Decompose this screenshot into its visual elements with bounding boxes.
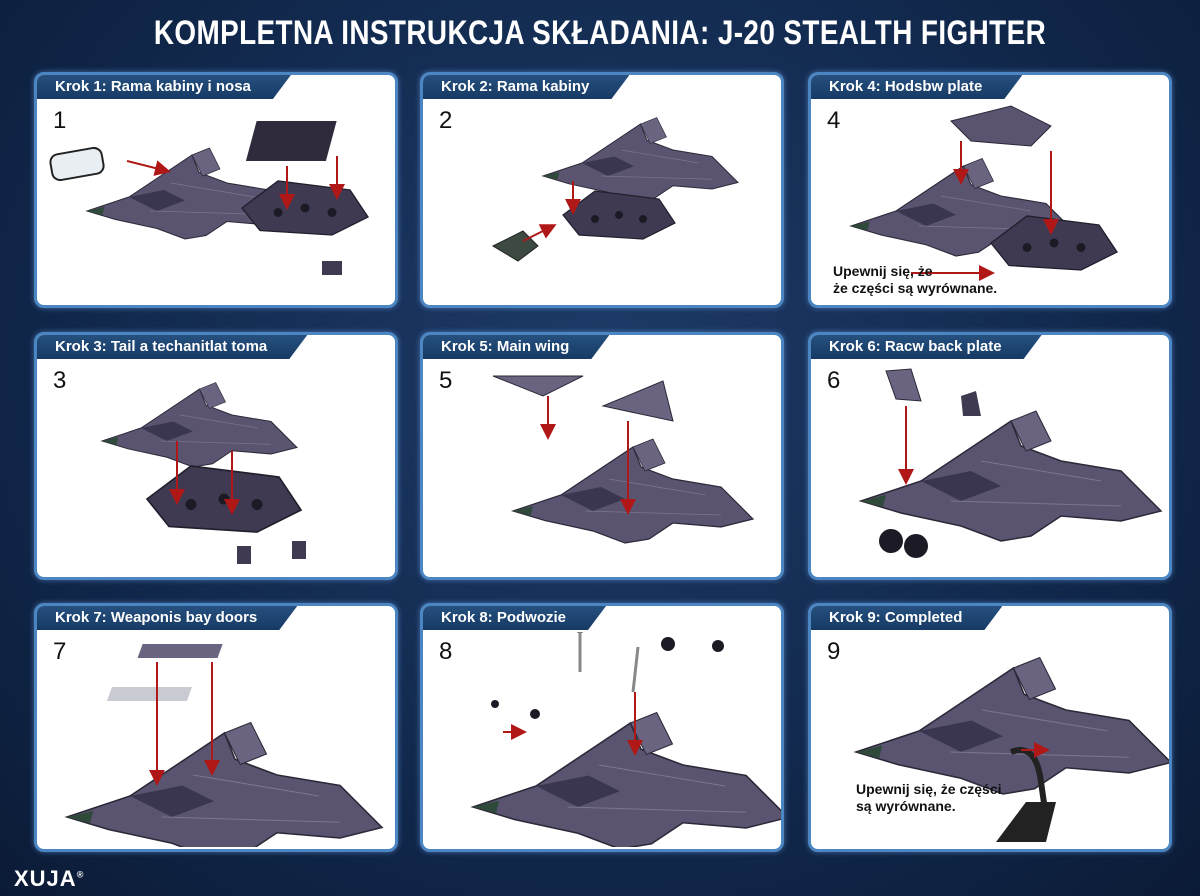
alignment-note: Upewnij się, że części są wyrównane. — [856, 781, 1002, 815]
step-panel-7: Krok 7: Weaponis bay doors 7 — [34, 603, 398, 852]
step-number: 3 — [53, 367, 67, 394]
assembly-illustration — [472, 632, 781, 847]
note-line: Upewnij się, że części — [856, 781, 1002, 797]
note-line: są wyrównane. — [856, 798, 956, 814]
assembly-illustration — [855, 656, 1169, 842]
note-line: że części są wyrównane. — [833, 280, 998, 296]
step-number: 9 — [827, 638, 841, 665]
assembly-illustration — [101, 382, 306, 564]
assembly-illustration — [66, 644, 383, 847]
step-panel-1: Krok 1: Rama kabiny i nosa 1 — [34, 72, 398, 308]
step-header: Krok 9: Completed — [811, 606, 1002, 630]
step-header: Krok 8: Podwozie — [423, 606, 606, 630]
step-panel-2: Krok 2: Rama kabiny 2 — [420, 72, 784, 308]
brand-logo: XUJA® — [14, 866, 84, 892]
assembly-illustration — [491, 117, 739, 262]
page-title: KOMPLETNA INSTRUKCJA SKŁADANIA: J-20 STE… — [153, 14, 1047, 52]
step-panel-9: Krok 9: Completed 9 Upewnij się, że częś… — [808, 603, 1172, 852]
alignment-note: Upewnij się, że że części są wyrównane. — [833, 263, 997, 297]
step-header: Krok 5: Main wing — [423, 335, 609, 359]
step-header: Krok 1: Rama kabiny i nosa — [37, 75, 291, 99]
step-header: Krok 2: Rama kabiny — [423, 75, 629, 99]
step-number: 7 — [53, 638, 67, 665]
registered-mark: ® — [76, 869, 85, 880]
step-panel-8: Krok 8: Podwozie 8 — [420, 603, 784, 852]
step-panel-6: Krok 6: Racw back plate 6 — [808, 332, 1172, 580]
step-header: Krok 6: Racw back plate — [811, 335, 1042, 359]
step-header: Krok 4: Hodsbw plate — [811, 75, 1022, 99]
brand-name: XUJA — [14, 866, 77, 891]
step-number: 8 — [439, 638, 453, 665]
assembly-illustration — [49, 121, 369, 275]
step-number: 4 — [827, 107, 841, 134]
step-number: 5 — [439, 367, 453, 394]
step-panel-5: Krok 5: Main wing 5 — [420, 332, 784, 580]
step-panel-4: Krok 4: Hodsbw plate 4 Upewnij się, że ż… — [808, 72, 1172, 308]
step-header: Krok 7: Weaponis bay doors — [37, 606, 297, 630]
step-panel-3: Krok 3: Tail a techanitlat toma 3 — [34, 332, 398, 580]
assembly-illustration — [860, 368, 1162, 558]
step-number: 1 — [53, 107, 67, 134]
assembly-illustration — [492, 375, 754, 544]
note-line: Upewnij się, że — [833, 263, 933, 279]
step-header: Krok 3: Tail a techanitlat toma — [37, 335, 307, 359]
step-number: 6 — [827, 367, 841, 394]
step-number: 2 — [439, 107, 453, 134]
assembly-illustration — [850, 105, 1118, 281]
